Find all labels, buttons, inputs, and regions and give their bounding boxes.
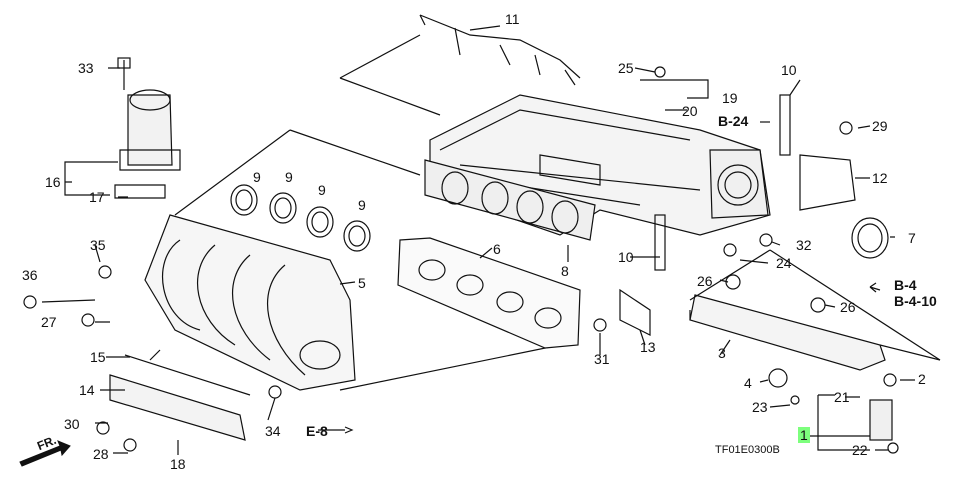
callout-24[interactable]: 24 xyxy=(776,255,792,271)
throttle-gasket xyxy=(851,217,889,259)
ref-e8[interactable]: E-8 xyxy=(306,423,328,439)
egr-valve xyxy=(127,94,173,166)
ref-b410[interactable]: B-4-10 xyxy=(894,293,937,309)
callout-11[interactable]: 11 xyxy=(505,11,520,27)
callout-9b[interactable]: 9 xyxy=(285,169,293,185)
callout-23[interactable]: 23 xyxy=(752,399,768,415)
callout-9c[interactable]: 9 xyxy=(318,182,326,198)
callout-10b[interactable]: 10 xyxy=(618,249,634,265)
sensor-stay xyxy=(109,374,246,441)
callout-29[interactable]: 29 xyxy=(872,118,888,134)
bracket-13 xyxy=(619,288,651,336)
callout-36[interactable]: 36 xyxy=(22,267,38,283)
callout-35[interactable]: 35 xyxy=(90,237,106,253)
callout-7[interactable]: 7 xyxy=(908,230,916,246)
callout-10a[interactable]: 10 xyxy=(781,62,797,78)
callout-33[interactable]: 33 xyxy=(78,60,94,76)
callout-9a[interactable]: 9 xyxy=(253,169,261,185)
callout-8[interactable]: 8 xyxy=(561,263,569,279)
callout-9d[interactable]: 9 xyxy=(358,197,366,213)
callout-18[interactable]: 18 xyxy=(170,456,186,472)
callout-6[interactable]: 6 xyxy=(493,241,501,257)
callout-2[interactable]: 2 xyxy=(918,371,926,387)
front-direction-arrow xyxy=(19,440,71,467)
callout-20[interactable]: 20 xyxy=(682,103,698,119)
ref-b4[interactable]: B-4 xyxy=(894,277,917,293)
callout-21[interactable]: 21 xyxy=(834,389,850,405)
harness-bracket xyxy=(419,14,581,86)
callout-32[interactable]: 32 xyxy=(796,237,812,253)
callout-17[interactable]: 17 xyxy=(89,189,105,205)
callout-26b[interactable]: 26 xyxy=(840,299,856,315)
callout-3[interactable]: 3 xyxy=(718,345,726,361)
gasket-9d xyxy=(343,220,371,252)
callout-12[interactable]: 12 xyxy=(872,170,888,186)
callout-34[interactable]: 34 xyxy=(265,423,281,439)
fuel-rail xyxy=(689,294,886,371)
callout-1[interactable]: 1 xyxy=(798,427,810,443)
callout-28[interactable]: 28 xyxy=(93,446,109,462)
gasket-9c xyxy=(306,206,334,238)
injector xyxy=(869,399,893,441)
callout-4[interactable]: 4 xyxy=(744,375,752,391)
diagram-code: TF01E0300B xyxy=(715,444,780,456)
gasket-9a xyxy=(230,184,258,216)
intake-manifold-lower xyxy=(144,214,356,391)
callout-31[interactable]: 31 xyxy=(594,351,610,367)
bracket-10b xyxy=(654,214,666,271)
callout-5[interactable]: 5 xyxy=(358,275,366,291)
throttle-flange xyxy=(709,149,769,219)
gasket-plate xyxy=(397,237,581,349)
callout-15[interactable]: 15 xyxy=(90,349,106,365)
callout-19[interactable]: 19 xyxy=(722,90,738,106)
callout-30[interactable]: 30 xyxy=(64,416,80,432)
callout-26a[interactable]: 26 xyxy=(697,273,713,289)
callout-22[interactable]: 22 xyxy=(852,442,868,458)
callout-14[interactable]: 14 xyxy=(79,382,95,398)
callout-16[interactable]: 16 xyxy=(45,174,61,190)
callout-27[interactable]: 27 xyxy=(41,314,57,330)
bracket-12 xyxy=(799,154,856,211)
callout-13[interactable]: 13 xyxy=(640,339,656,355)
callout-25[interactable]: 25 xyxy=(618,60,634,76)
ref-b24[interactable]: B-24 xyxy=(718,113,749,129)
bracket-10a xyxy=(779,94,791,156)
gasket-9b xyxy=(269,192,297,224)
